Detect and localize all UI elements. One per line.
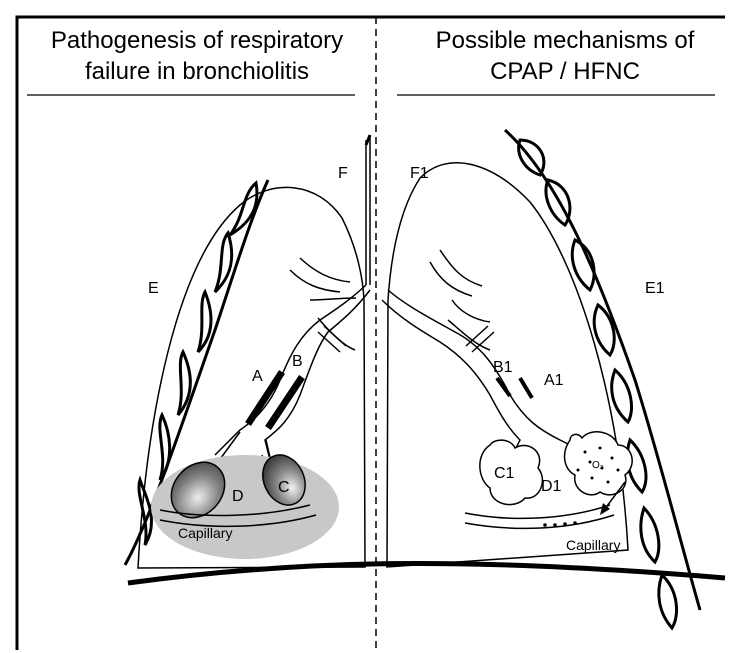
label-d: D: [232, 488, 244, 505]
narrow-segment-b1: [497, 378, 510, 396]
label-a1: A1: [544, 372, 564, 389]
cut-mark-left-2: [324, 326, 346, 346]
narrow-segment-a1: [520, 378, 532, 398]
label-capillary-left: Capillary: [178, 525, 232, 541]
capillary-line-right-1: [465, 505, 610, 518]
label-b1: B1: [493, 359, 513, 376]
right-bronchial-tree: [382, 250, 590, 460]
label-e1: E1: [645, 280, 665, 297]
right-ribcage: [505, 130, 700, 628]
left-bronchial-tree: [200, 258, 370, 480]
label-e: E: [148, 280, 159, 297]
label-a: A: [252, 368, 263, 385]
label-f1: F1: [410, 165, 429, 182]
label-f: F: [338, 165, 348, 182]
trachea: [366, 135, 370, 285]
label-o2: O₂: [592, 460, 604, 471]
label-d1: D1: [541, 478, 562, 495]
label-b: B: [292, 353, 303, 370]
label-c1: C1: [494, 465, 515, 482]
left-title-line2: failure in bronchiolitis: [85, 58, 309, 85]
diaphragm: [128, 563, 725, 583]
label-capillary-right: Capillary: [566, 537, 620, 553]
label-c: C: [278, 479, 290, 496]
right-title-line2: CPAP / HFNC: [490, 58, 640, 85]
right-title-line1: Possible mechanisms of: [436, 27, 695, 54]
left-title-line1: Pathogenesis of respiratory: [51, 27, 343, 54]
